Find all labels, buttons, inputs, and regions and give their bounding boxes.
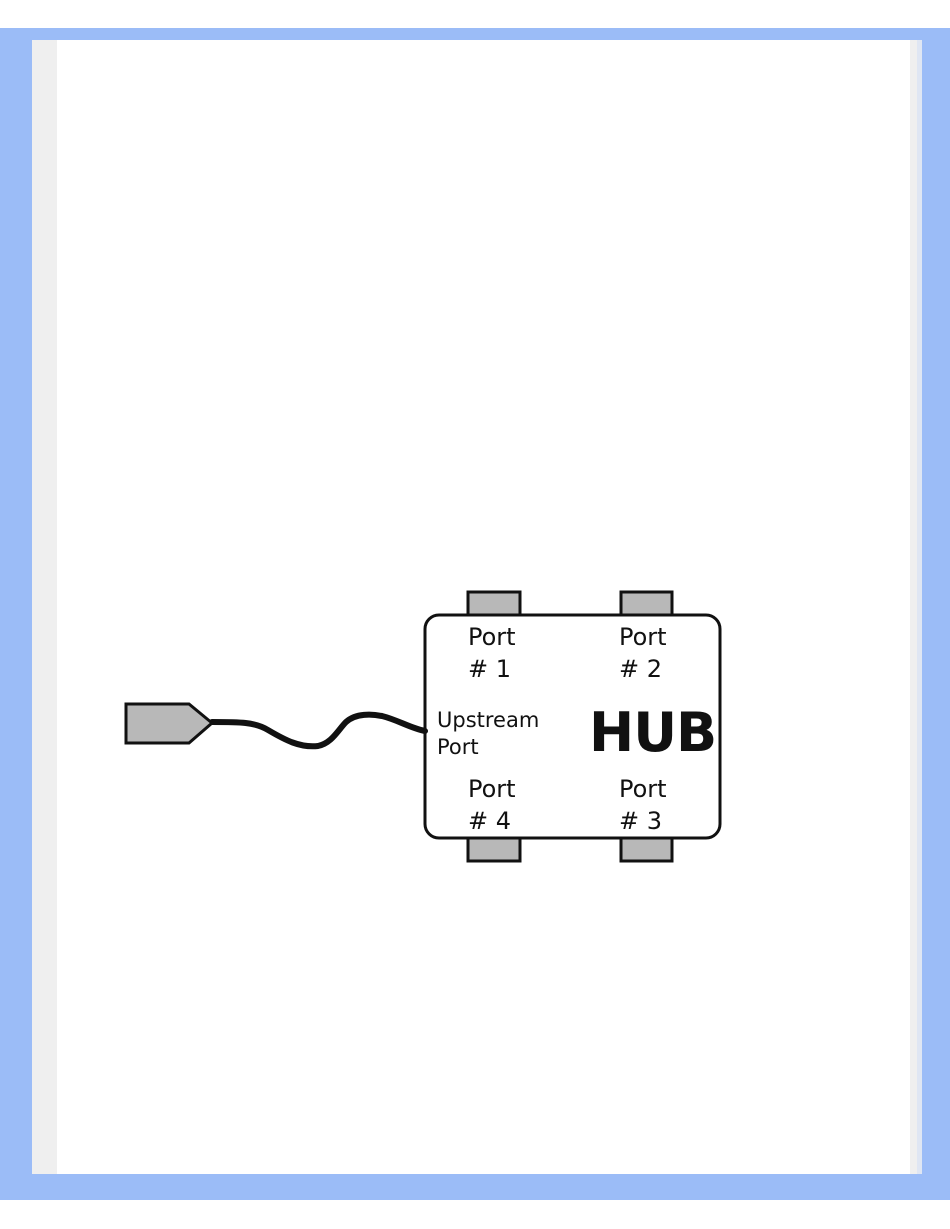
hub-label: HUB <box>589 701 716 764</box>
upstream-cable <box>212 715 425 747</box>
port-4-label-line2: # 4 <box>468 807 511 835</box>
port-1-label-line1: Port <box>468 623 516 651</box>
port-4-label-line1: Port <box>468 775 516 803</box>
upstream-plug <box>126 704 212 743</box>
port-2-label-line1: Port <box>619 623 667 651</box>
upstream-label-line2: Port <box>437 735 479 759</box>
port-3-label-line1: Port <box>619 775 667 803</box>
port-1-connector <box>468 592 520 615</box>
port-1-label-line2: # 1 <box>468 655 511 683</box>
port-2-connector <box>621 592 672 615</box>
upstream-label-line1: Upstream <box>437 708 539 732</box>
port-3-label-line2: # 3 <box>619 807 662 835</box>
port-4-connector <box>468 838 520 861</box>
port-2-label-line2: # 2 <box>619 655 662 683</box>
port-3-connector <box>621 838 672 861</box>
